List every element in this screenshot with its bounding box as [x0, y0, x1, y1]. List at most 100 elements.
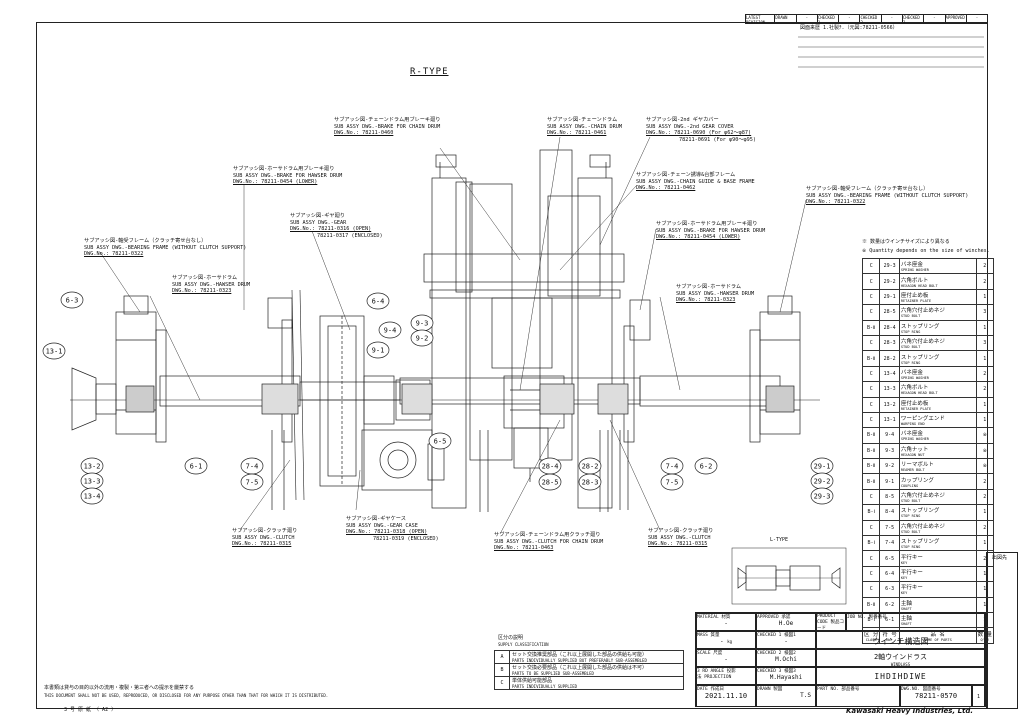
class-code: B: [494, 663, 510, 677]
callout-gear: サブアッシ図-ギヤ廻り SUB ASSY DWG.-GEAR DWG.No.: …: [290, 213, 383, 239]
part-number: 29-3: [879, 257, 900, 275]
callout-bearing-frame-right: サブアッシ図-軸受フレーム（クラッチ寄せ台なし） SUB ASSY DWG.-B…: [806, 186, 968, 206]
part-qty: 1: [975, 581, 995, 598]
balloon-circle: [410, 329, 434, 347]
callout-en: SUB ASSY DWG.-BEARING FRAME (WITHOUT CLU…: [84, 244, 247, 251]
tb-job-no: JOB NO. 製番番号: [846, 613, 985, 631]
class-desc: セット交換必要部品（これ以上展開した部品の供給は不可）PARTS TO BE S…: [509, 663, 684, 677]
balloon-label: 6-5: [434, 438, 447, 446]
part-qty: 3: [975, 304, 995, 321]
class-desc: セット交換推奨部品（これ以上展開した部品の供給も可能）PARTS INDIVID…: [509, 650, 684, 664]
balloon-circle: [42, 342, 66, 360]
callout-dwg: DWG.No.: 78211-0463: [494, 545, 554, 551]
callout-dwg-alt: 78211-0317 (ENCLOSED): [317, 232, 383, 239]
balloon-label: 13-3: [84, 478, 101, 486]
callout-clutch-left: サブアッシ図-クラッチ廻り SUB ASSY DWG.-CLUTCH DWG.N…: [232, 528, 297, 548]
callout-jp: サブアッシ図-チェーン誘導&台部フレーム: [636, 172, 736, 178]
callout-hawser-drum-left: サブアッシ図-ホーサドラム SUB ASSY DWG.-HAWSER DRUM …: [172, 275, 250, 295]
balloon-7-5: 7-5: [660, 473, 684, 491]
callout-gear-case: サブアッシ図-ギヤケース SUB ASSY DWG.-GEAR CASE DWG…: [346, 516, 439, 542]
revision-note: 図面来歴 1.社製ﾁ.（元図:78211-0566）: [800, 25, 898, 31]
callout-jp: サブアッシ図-クラッチ廻り: [232, 528, 298, 534]
part-class: C: [861, 257, 881, 275]
balloon-label: 28-4: [542, 463, 559, 471]
tb-scale: SCALE 尺度 -: [696, 649, 756, 667]
quantity-note-jp: ※ 数量はウインチサイズにより異なる: [862, 239, 950, 245]
tb-material: MATERIAL 材質 -: [696, 613, 756, 631]
callout-dwg: DWG.No.: 78211-0690 (For φ62～φ87): [646, 130, 752, 136]
part-qty: 1: [975, 596, 995, 613]
part-number: 6-5: [879, 550, 900, 567]
balloon-28-2: 28-2: [578, 457, 602, 475]
balloon-13-3: 13-3: [80, 472, 104, 490]
part-qty: 2: [975, 381, 995, 398]
callout-dwg: DWG.No.: 78211-0315: [648, 541, 708, 547]
callout-2nd-gear-cover: サブアッシ図-2nd ギヤカバー SUB ASSY DWG.-2nd GEAR …: [646, 117, 756, 143]
classification-row: A セット交換推奨部品（これ以上展開した部品の供給も可能）PARTS INDIV…: [494, 650, 684, 664]
callout-en: SUB ASSY DWG.-HAWSER DRUM: [676, 290, 755, 297]
callout-hawser-brake-left: サブアッシ図-ホーサドラム用ブレーキ廻り SUB ASSY DWG.-BRAKE…: [233, 166, 342, 186]
balloon-circle: [428, 432, 452, 450]
part-number: 7-4: [879, 535, 900, 552]
balloon-circle: [80, 487, 104, 505]
part-class: B-Ⅰ: [861, 504, 881, 521]
balloon-circle: [378, 321, 402, 339]
callout-chain-guide-frame: サブアッシ図-チェーン誘導&台部フレーム SUB ASSY DWG.-CHAIN…: [636, 172, 755, 192]
confidential-en: THIS DOCUMENT SHALL NOT BE USED, REPRODU…: [44, 693, 329, 698]
callout-chain-drum: サブアッシ図-チェーンドラム SUB ASSY DWG.-CHAIN DRUM …: [547, 117, 622, 137]
balloon-label: 13-1: [46, 348, 63, 356]
balloon-label: 9-2: [416, 335, 429, 343]
balloon-13-1: 13-1: [42, 342, 66, 360]
part-number: 28-2: [879, 350, 900, 367]
tb-projection: 3 RD ANGLE 投影法 PROJECTION: [696, 667, 756, 685]
callout-dwg: DWG.No.: 78211-0318 (OPEN): [346, 529, 428, 535]
part-qty: ※: [975, 427, 995, 444]
part-qty: 1: [975, 288, 995, 306]
balloon-circle: [240, 473, 264, 491]
callout-dwg: DWG.No.: 78211-0315: [232, 541, 292, 547]
balloon-label: 7-5: [246, 479, 259, 487]
part-class: C: [861, 288, 881, 306]
classification-title-en: SUPPLY CLASSIFICATION: [498, 642, 549, 647]
part-class: C: [861, 396, 881, 413]
header-cell: CHECKED 3: [903, 15, 925, 23]
part-number: 9-1: [879, 473, 900, 490]
header-cell: APPROVED: [946, 15, 967, 23]
tb-mass: MASS 質量 - kg: [696, 631, 756, 649]
part-number: 13-1: [879, 411, 900, 429]
part-qty: 2: [975, 257, 995, 275]
callout-jp: サブアッシ図-クラッチ廻り: [648, 528, 714, 534]
header-cell: -: [975, 15, 979, 20]
callout-clutch-right: サブアッシ図-クラッチ廻り SUB ASSY DWG.-CLUTCH DWG.N…: [648, 528, 713, 548]
part-class: B-Ⅱ: [861, 319, 881, 336]
part-qty: 2: [975, 550, 995, 567]
paper-size: 3 号 原 紙 （ A2 ）: [64, 707, 117, 713]
balloon-circle: [538, 473, 562, 491]
callout-chain-drum-clutch: サブアッシ図-チェーンドラム用クラッチ廻り SUB ASSY DWG.-CLUT…: [494, 532, 603, 552]
balloon-circle: [366, 292, 390, 310]
tb-subtitle: 2軸ウインドラス WINDLASS: [816, 649, 985, 667]
callout-dwg: DWG.No.: 78211-0322: [806, 199, 866, 205]
balloon-6-2: 6-2: [694, 457, 718, 475]
tb-model: IHDIHDIWE: [816, 667, 985, 685]
part-class: C: [861, 273, 881, 290]
part-number: 13-2: [879, 396, 900, 413]
